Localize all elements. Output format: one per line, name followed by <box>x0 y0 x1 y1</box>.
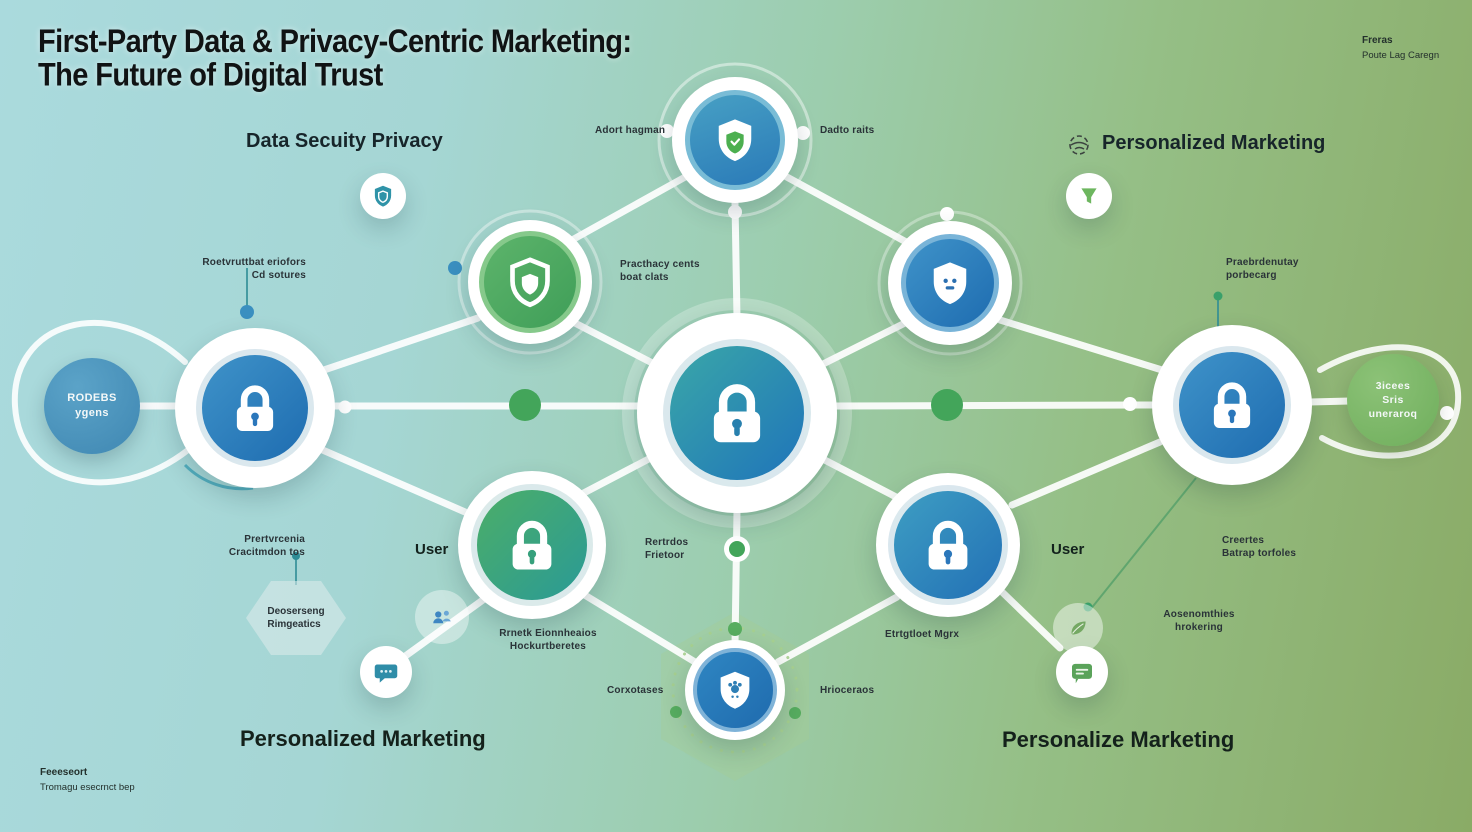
badge-shield-left <box>360 173 406 219</box>
paw-shield-icon <box>720 671 750 709</box>
right-circle-text: 3icees Sris uneraroq <box>1368 379 1418 421</box>
annotation-practhacy: Practhacy cents boat clats <box>620 259 700 283</box>
green-white-dot <box>724 536 750 562</box>
footer-note-heading: Feeeseort <box>40 767 88 778</box>
annotation-rrnetk: Rrnetk Eionnheaios Hockurtberetes <box>499 628 597 652</box>
white-dots <box>338 124 1454 420</box>
green-dots <box>292 291 1223 719</box>
node-bottom-shield <box>685 640 785 740</box>
label-data-security-privacy: Data Secuity Privacy <box>246 130 443 152</box>
node-central-lock <box>637 313 837 513</box>
dotted-ring <box>671 626 799 754</box>
badge-funnel-right <box>1066 173 1112 219</box>
footer-note: Feeeseort Tromagu esecrnct bep <box>40 766 135 794</box>
node-left-lock <box>175 328 335 488</box>
annotation-dacto: Dadto raits <box>820 125 875 136</box>
footer-note-sub: Tromagu esecrnct bep <box>40 781 135 793</box>
chat-node-left <box>360 646 412 698</box>
title-line-2: The Future of Digital Trust <box>38 56 383 93</box>
ghost-users-circle <box>415 590 469 644</box>
leaf-icon <box>1071 621 1086 635</box>
node-right-lock <box>1152 325 1312 485</box>
lock-icon <box>713 384 761 443</box>
label-personalize-marketing-bottom-right: Personalize Marketing <box>1002 727 1235 752</box>
annotation-praebr: Praebrdenutay porbecarg <box>1226 257 1299 281</box>
annotation-hrioceraos: Hrioceraos <box>820 685 875 696</box>
shield-outline-icon <box>510 257 550 308</box>
sketch-globe-icon <box>1069 135 1089 155</box>
corner-note-sub: Poute Lag Caregn <box>1362 49 1440 61</box>
annotation-corxotases: Corxotases <box>607 685 664 696</box>
corner-note: Freras Poute Lag Caregn <box>1362 34 1439 62</box>
node-top-shield <box>672 77 798 203</box>
page-title: First-Party Data & Privacy-Centric Marke… <box>38 23 632 93</box>
shield-outline-icon <box>374 185 392 207</box>
lock-icon <box>928 520 968 570</box>
node-center-left-lock <box>458 471 606 619</box>
annotation-user-left: User <box>415 541 449 558</box>
lock-icon <box>512 520 552 570</box>
chat-bubble-icon <box>374 664 398 683</box>
node-blue-shield <box>888 221 1012 345</box>
annotation-etrtgt: Etrtgtloet Mgrx <box>885 629 960 640</box>
label-personalized-marketing-top: Personalized Marketing <box>1102 132 1326 154</box>
node-center-right-lock <box>876 473 1020 617</box>
annotation-roetvrut: Roetvruttbat eriofors Cd sotures <box>202 257 306 281</box>
annotation-aosenom: Aosenomthies hrokering <box>1163 609 1235 633</box>
left-circle-text: RODEBS ygens <box>67 392 117 419</box>
shield-dots-icon <box>933 262 967 305</box>
lock-icon <box>1213 382 1251 428</box>
side-loops <box>11 320 1462 486</box>
lock-icon <box>236 385 274 431</box>
message-node-right <box>1056 646 1108 698</box>
annotation-rertrdos: Rertrdos Frietoor <box>645 537 689 561</box>
ghost-leaf-circle <box>1053 603 1103 653</box>
node-green-shield <box>468 220 592 344</box>
annotation-adort: Adort hagman <box>595 125 666 136</box>
users-icon <box>433 610 451 624</box>
label-personalized-marketing-bottom-left: Personalized Marketing <box>240 726 486 751</box>
annotation-deoser: Deoserseng Rimgeatics <box>267 606 325 630</box>
funnel-icon <box>1081 188 1097 204</box>
annotation-user-right: User <box>1051 541 1085 558</box>
title-line-1: First-Party Data & Privacy-Centric Marke… <box>38 23 632 60</box>
annotation-creertes: Creertes Batrap torfoles <box>1222 535 1297 559</box>
corner-note-heading: Freras <box>1362 35 1393 46</box>
left-text-circle: RODEBS ygens <box>44 358 140 454</box>
annotation-prertv: Prertvrcenia Cracitmdon tos <box>228 534 305 558</box>
right-text-circle: 3icees Sris uneraroq <box>1347 354 1439 446</box>
shield-check-icon <box>718 119 752 162</box>
message-card-icon <box>1072 663 1092 684</box>
